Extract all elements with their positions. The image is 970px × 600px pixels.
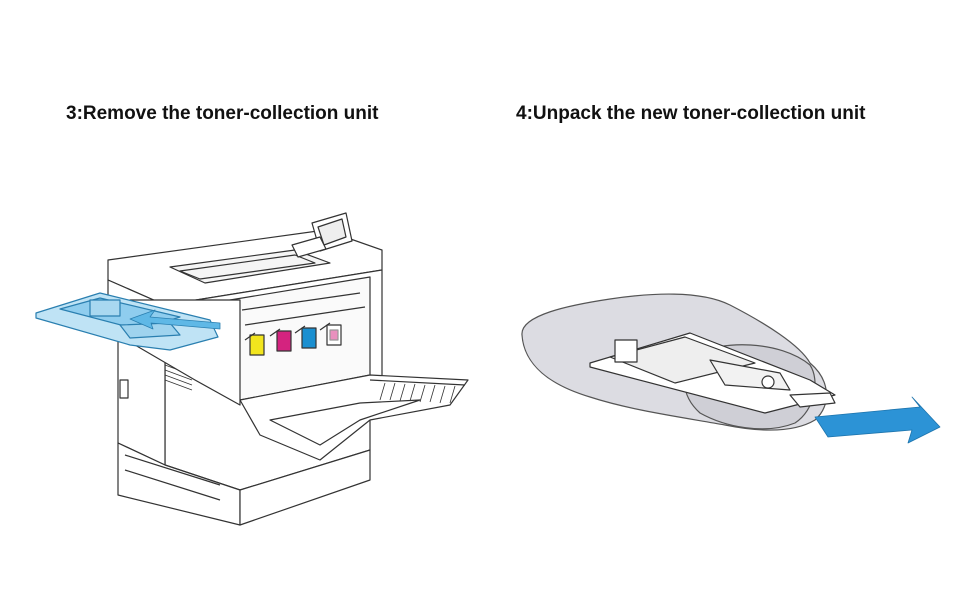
removal-arrow <box>129 309 221 330</box>
toner-cartridges <box>244 322 342 356</box>
yellow-toner <box>249 334 265 356</box>
step-4-title: 4:Unpack the new toner-collection unit <box>516 103 866 124</box>
step-3-title: 3:Remove the toner-collection unit <box>66 103 379 124</box>
unpack-arrow <box>814 396 941 444</box>
new-toner-collection-unit <box>589 332 836 414</box>
cyan-toner <box>301 327 317 349</box>
bag-illustration <box>521 293 941 444</box>
control-panel-icon <box>291 212 353 258</box>
magenta-toner <box>276 330 292 352</box>
printer-illustration <box>35 212 469 526</box>
